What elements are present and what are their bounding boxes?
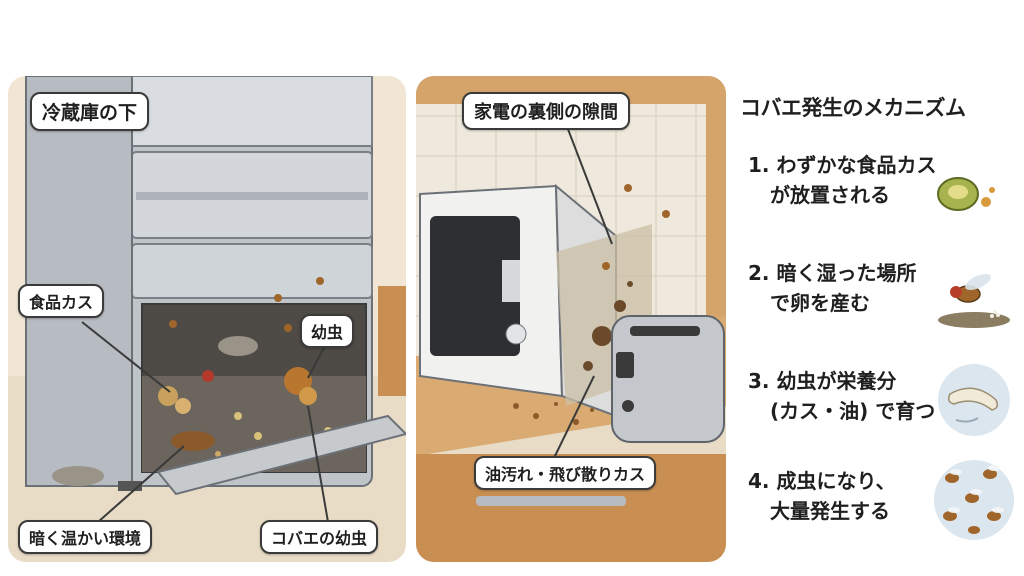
step-line-1: 3. 幼虫が栄養分	[748, 369, 897, 393]
larvae-label: 幼虫	[300, 314, 355, 348]
step-line-1: 4. 成虫になり、	[748, 469, 896, 493]
step-line-1: 2. 暗く湿った場所	[748, 261, 917, 285]
grease-label: 油汚れ・飛び散りカス	[474, 456, 657, 490]
mechanism-title: コバエ発生のメカニズム	[740, 96, 966, 120]
refrigerator-panel: 冷蔵庫の下 食品カス 幼虫 暗く温かい環境 コバエの幼虫	[8, 76, 406, 562]
environment-label: 暗く温かい環境	[18, 520, 153, 554]
step-text: 3. 幼虫が栄養分 (カス・油) で育つ	[748, 366, 935, 426]
mechanism-step: 3. 幼虫が栄養分 (カス・油) で育つ	[748, 364, 1018, 436]
step-text: 1. わずかな食品カス が放置される	[748, 150, 936, 210]
mechanism-step: 1. わずかな食品カス が放置される	[748, 150, 1018, 220]
mechanism-step: 2. 暗く湿った場所 で卵を産む	[748, 258, 1018, 328]
fly-swarm-icon	[934, 460, 1014, 540]
refrigerator-title: 冷蔵庫の下	[30, 92, 150, 131]
fly-laying-eggs-icon	[938, 273, 1010, 328]
larva-icon	[938, 364, 1010, 436]
food-scrap-icon	[937, 177, 995, 211]
step-line-2: が放置される	[770, 183, 890, 207]
appliance-gap-panel: 家電の裏側の隙間 油汚れ・飛び散りカス	[416, 76, 726, 562]
fly-larvae-label: コバエの幼虫	[260, 520, 379, 554]
step-line-2: で卵を産む	[770, 291, 870, 315]
step-line-2: 大量発生する	[770, 499, 890, 523]
appliance-illustration	[416, 76, 726, 562]
step-line-2: (カス・油) で育つ	[770, 399, 936, 423]
appliance-gap-title: 家電の裏側の隙間	[462, 92, 630, 130]
step-text: 2. 暗く湿った場所 で卵を産む	[748, 258, 916, 318]
step-text: 4. 成虫になり、 大量発生する	[748, 466, 896, 526]
food-debris-label: 食品カス	[18, 284, 105, 318]
refrigerator-illustration	[8, 76, 406, 562]
mechanism-step: 4. 成虫になり、 大量発生する	[748, 460, 1018, 546]
step-line-1: 1. わずかな食品カス	[748, 153, 937, 177]
